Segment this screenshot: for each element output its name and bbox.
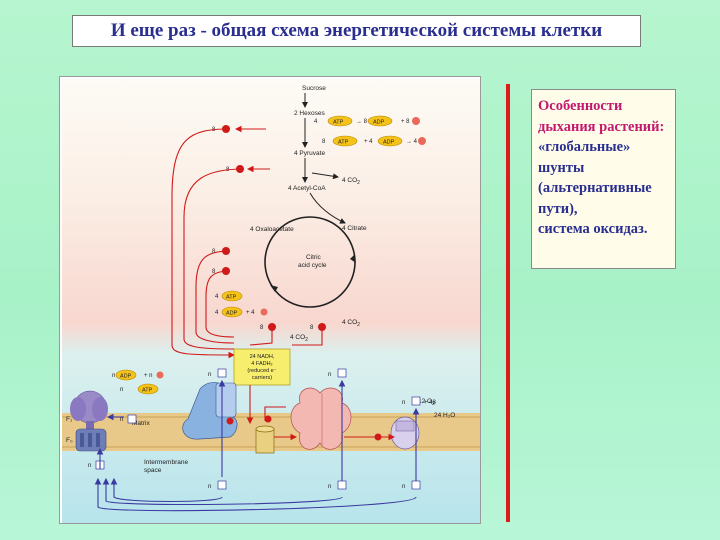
divider-bar — [506, 84, 510, 522]
atp-synthase — [70, 390, 108, 452]
svg-text:(reduced e⁻: (reduced e⁻ — [247, 368, 276, 374]
sucrose-label: Sucrose — [302, 85, 326, 92]
fo-label: F₀ — [66, 437, 73, 444]
complex-iv — [390, 416, 420, 450]
atp-badge — [137, 383, 159, 395]
intermembrane-label-2: space — [144, 467, 162, 474]
svg-text:ADP: ADP — [383, 140, 395, 146]
figure-background — [62, 79, 480, 523]
svg-text:ADP: ADP — [226, 311, 238, 317]
note-body: «глобальные» шунты (альтернативные пути)… — [538, 139, 652, 237]
note-heading: Особенности дыхания растений: — [538, 98, 665, 135]
svg-text:n: n — [402, 400, 405, 406]
svg-text:n: n — [120, 417, 123, 423]
adp-badge — [367, 115, 393, 127]
svg-text:+ 4: + 4 — [246, 310, 255, 316]
adp-badge — [221, 306, 243, 318]
svg-text:n: n — [328, 484, 331, 490]
proton-icon — [217, 480, 227, 490]
plant-respiration-note: Особенности дыхания растений: «глобальны… — [531, 89, 676, 269]
h2o-label: 24 H₂O — [434, 412, 455, 419]
svg-text:n: n — [402, 484, 405, 490]
energy-scheme-diagram: Sucrose 2 Hexoses 4 Pyruvate 4 Acetyl-Co… — [62, 79, 480, 523]
hexoses-label: 2 Hexoses — [294, 110, 325, 117]
phosphate-icon — [412, 117, 420, 125]
svg-text:n: n — [120, 387, 123, 393]
svg-text:4: 4 — [215, 310, 219, 316]
phosphate-icon — [418, 137, 426, 145]
ubiquinone — [255, 425, 275, 454]
cycle-label-1: Citric — [306, 254, 322, 261]
svg-text:4: 4 — [314, 119, 318, 125]
svg-text:8: 8 — [260, 325, 264, 331]
electron-icon — [268, 323, 276, 331]
phosphate-icon — [260, 308, 268, 316]
svg-text:→ 8: → 8 — [356, 119, 368, 125]
electron-icon — [318, 323, 326, 331]
svg-text:n: n — [88, 463, 91, 469]
svg-text:ADP: ADP — [120, 374, 132, 380]
proton-icon — [217, 368, 227, 378]
svg-text:ATP: ATP — [226, 295, 237, 301]
cycle-label-2: acid cycle — [298, 262, 327, 269]
citrate-label: 4 Citrate — [342, 225, 367, 232]
svg-text:+ 8: + 8 — [401, 119, 410, 125]
co2-mid-label: 4 CO2 — [342, 319, 360, 328]
svg-text:ATP: ATP — [338, 140, 349, 146]
atp-row-1: ATP ADP — [327, 115, 420, 127]
svg-text:n: n — [112, 373, 115, 379]
slide-title: И еще раз - общая схема энергетической с… — [72, 15, 641, 47]
atp-row-2: ATP ADP — [332, 135, 426, 147]
co2-top-label: 4 CO2 — [342, 177, 360, 186]
oxaloacetate-label: 4 Oxaloacetate — [250, 226, 294, 233]
svg-text:8: 8 — [322, 139, 326, 145]
atp-badge — [332, 135, 358, 147]
svg-text:n: n — [328, 372, 331, 378]
svg-text:+ n: + n — [144, 373, 153, 379]
proton-icon — [411, 396, 421, 406]
svg-text:4 FADH₂: 4 FADH₂ — [251, 361, 272, 367]
svg-text:ATP: ATP — [333, 120, 344, 126]
acetyl-coa-label: 4 Acetyl-CoA — [288, 185, 326, 192]
complex-iii — [290, 387, 352, 450]
svg-text:n: n — [208, 372, 211, 378]
svg-text:8: 8 — [212, 269, 216, 275]
svg-text:+ 48: + 48 — [424, 400, 437, 406]
proton-icons — [95, 368, 421, 490]
svg-text:ADP: ADP — [373, 120, 385, 126]
cycle-atp: 4 ATP 4 ADP + 4 — [215, 290, 268, 318]
proton-icon — [411, 480, 421, 490]
slide-title-text: И еще раз - общая схема энергетической с… — [110, 20, 603, 41]
adp-badge — [377, 135, 403, 147]
svg-text:carriers): carriers) — [252, 375, 272, 381]
o2-label: 12 O2 — [418, 398, 435, 407]
intermembrane-label-1: Intermembrane — [144, 459, 188, 466]
svg-text:8: 8 — [212, 249, 216, 255]
matrix-label: Matrix — [132, 420, 150, 427]
pyruvate-label: 4 Pyruvate — [294, 150, 325, 157]
reduced-carriers-box: 24 NADH, 4 FADH₂ (reduced e⁻ carriers) — [233, 348, 291, 386]
svg-text:24 NADH,: 24 NADH, — [250, 354, 275, 360]
proton-icon — [337, 480, 347, 490]
metabolism-figure: Sucrose 2 Hexoses 4 Pyruvate 4 Acetyl-Co… — [59, 76, 481, 524]
proton-icon — [337, 368, 347, 378]
svg-text:→ 4: → 4 — [406, 139, 418, 145]
atp-badge — [327, 115, 353, 127]
f1-label: F₁ — [66, 416, 73, 423]
svg-text:n: n — [208, 484, 211, 490]
svg-text:ATP: ATP — [142, 388, 153, 394]
complex-i — [182, 382, 238, 440]
adp-badge — [115, 369, 137, 381]
svg-text:+ 4: + 4 — [364, 139, 373, 145]
phosphate-icon — [156, 371, 164, 379]
svg-text:4: 4 — [215, 294, 219, 300]
proton-icon — [127, 414, 137, 424]
atp-badge — [221, 290, 243, 302]
co2-low-label: 4 CO2 — [290, 334, 308, 343]
svg-text:8: 8 — [310, 325, 314, 331]
